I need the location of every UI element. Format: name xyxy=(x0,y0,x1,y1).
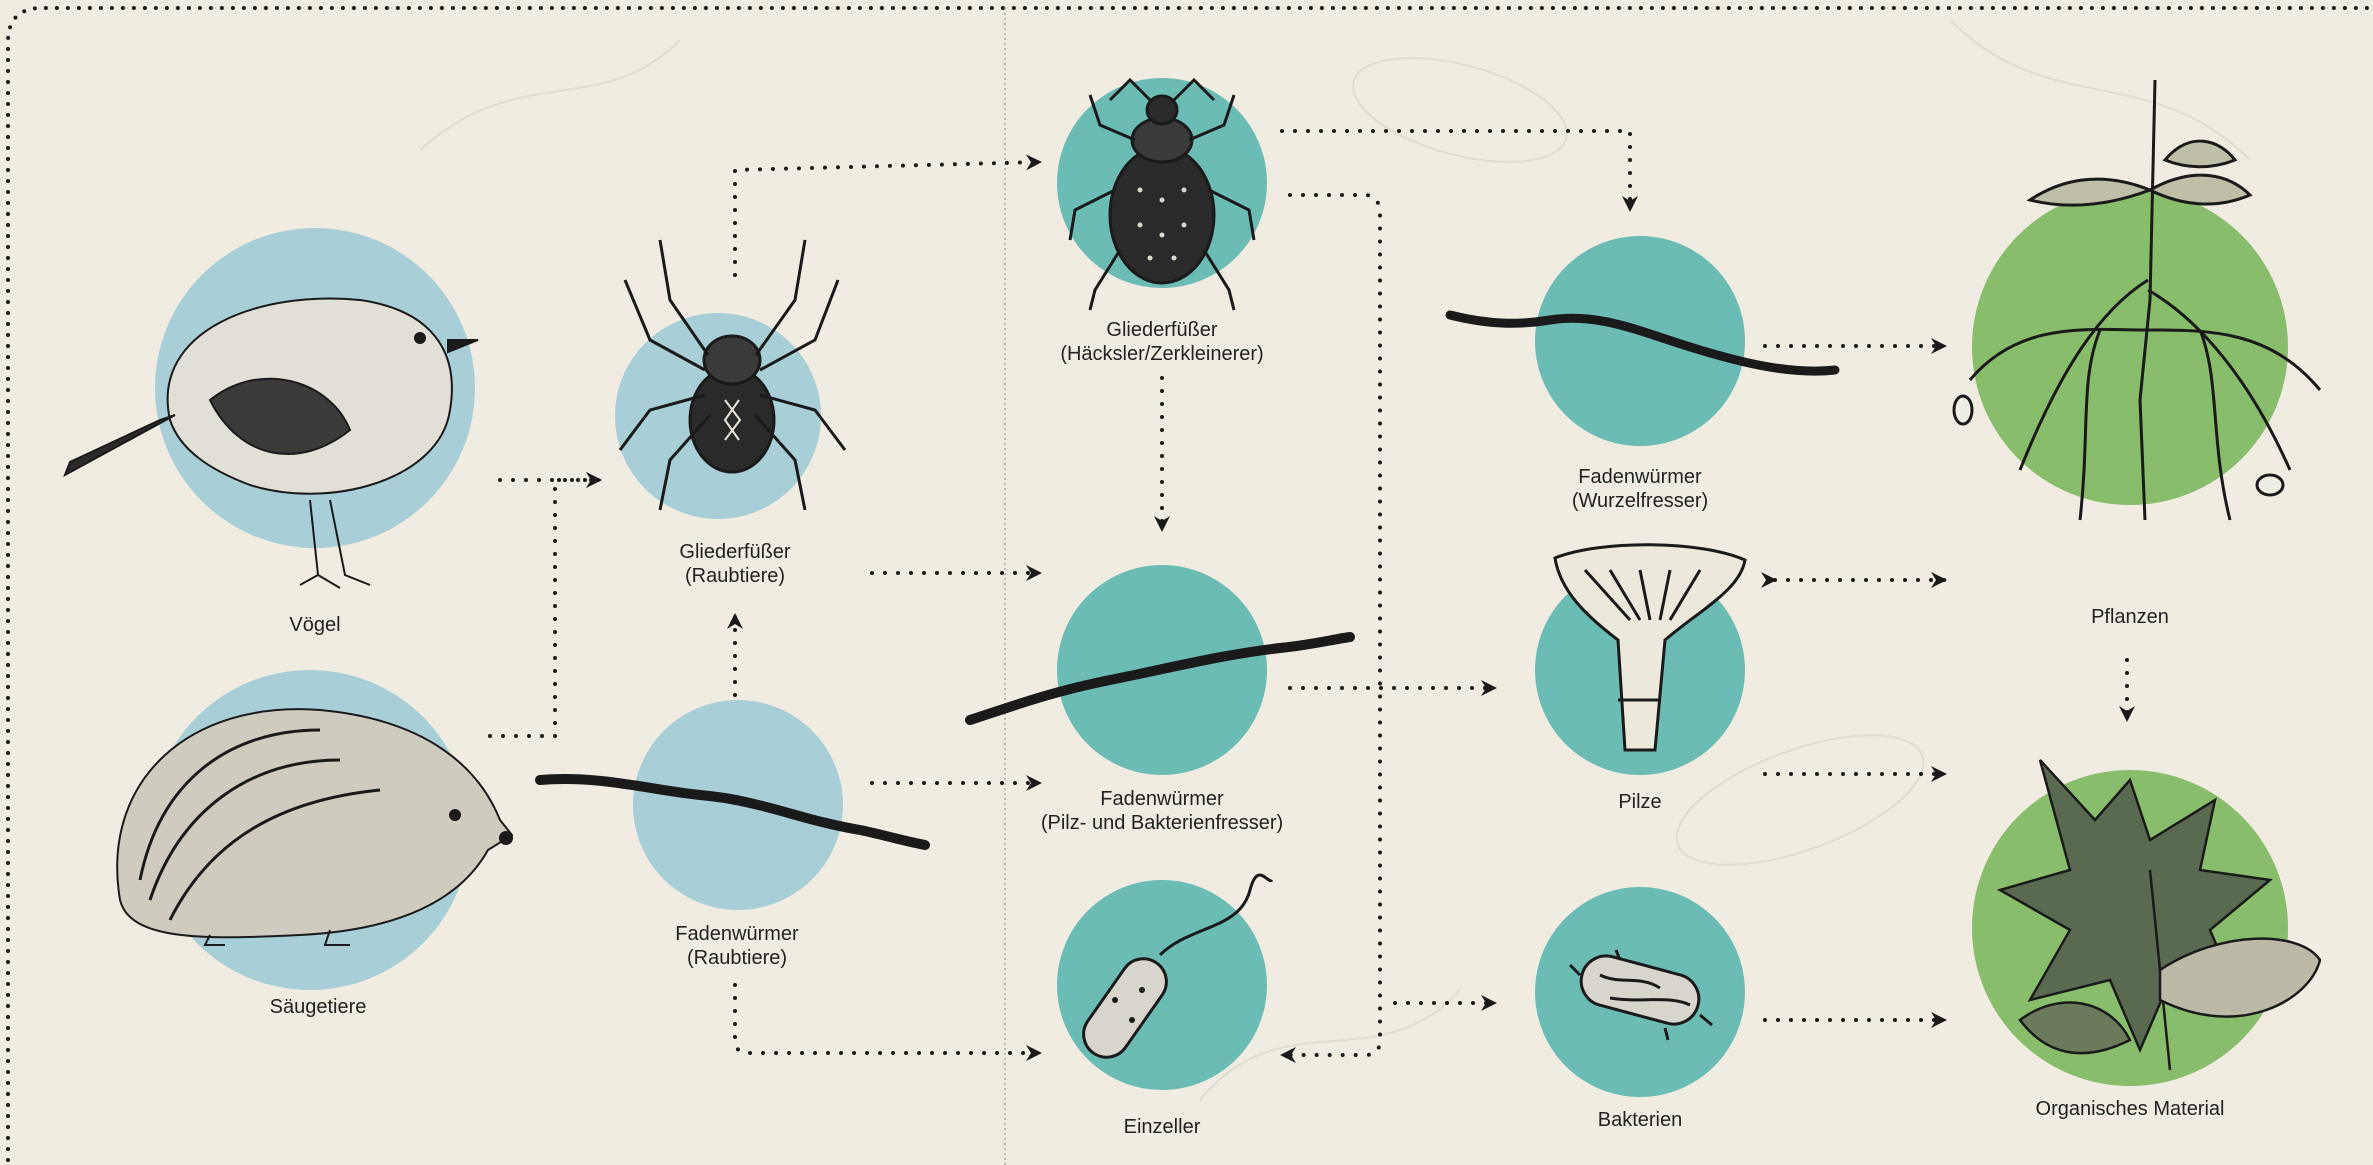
arrow-haecksler-to-einzeller xyxy=(1282,195,1380,1055)
label-line-1: Fadenwürmer xyxy=(1572,465,1708,489)
label-line-2: (Wurzelfresser) xyxy=(1572,489,1708,513)
label-voegel: Vögel xyxy=(289,613,340,637)
label-gliederfuesser-raubtiere: Gliederfüßer (Raubtiere) xyxy=(679,540,790,588)
arrow-fadenwuermer-raubtiere-to-einzeller xyxy=(735,985,1040,1053)
label-bakterien: Bakterien xyxy=(1598,1108,1683,1132)
label-line-1: Fadenwürmer xyxy=(1041,787,1283,811)
label-line-1: Gliederfüßer xyxy=(1060,318,1263,342)
label-fadenwuermer-wurzelfresser: Fadenwürmer (Wurzelfresser) xyxy=(1572,465,1708,513)
label-line-2: (Häcksler/Zerkleinerer) xyxy=(1060,342,1263,366)
label-saeugetiere: Säugetiere xyxy=(270,995,367,1019)
label-line-1: Gliederfüßer xyxy=(679,540,790,564)
label-line-2: (Raubtiere) xyxy=(675,946,798,970)
label-organisches-material: Organisches Material xyxy=(2036,1097,2225,1121)
food-web-arrows xyxy=(490,131,2127,1055)
label-einzeller: Einzeller xyxy=(1124,1115,1201,1139)
label-gliederfuesser-haecksler: Gliederfüßer (Häcksler/Zerkleinerer) xyxy=(1060,318,1263,366)
arrow-gliederfuesser-to-haecksler xyxy=(735,162,1040,275)
bird-icon xyxy=(65,299,478,589)
label-line-1: Fadenwürmer xyxy=(675,922,798,946)
circle-fadenwuermer-wurzelfresser xyxy=(1535,236,1745,446)
label-fadenwuermer-raubtiere: Fadenwürmer (Raubtiere) xyxy=(675,922,798,970)
label-pilze: Pilze xyxy=(1618,790,1661,814)
circle-pflanzen xyxy=(1972,189,2288,505)
label-line-2: (Raubtiere) xyxy=(679,564,790,588)
label-fadenwuermer-pilz-bakterien: Fadenwürmer (Pilz- und Bakterienfresser) xyxy=(1041,787,1283,835)
label-pflanzen: Pflanzen xyxy=(2091,605,2169,629)
label-line-2: (Pilz- und Bakterienfresser) xyxy=(1041,811,1283,835)
arrow-haecksler-to-wurzelfresser xyxy=(1282,131,1630,210)
arrow-saeugetiere-to-gliederfuesser xyxy=(490,480,600,736)
hedgehog-icon xyxy=(117,709,512,945)
